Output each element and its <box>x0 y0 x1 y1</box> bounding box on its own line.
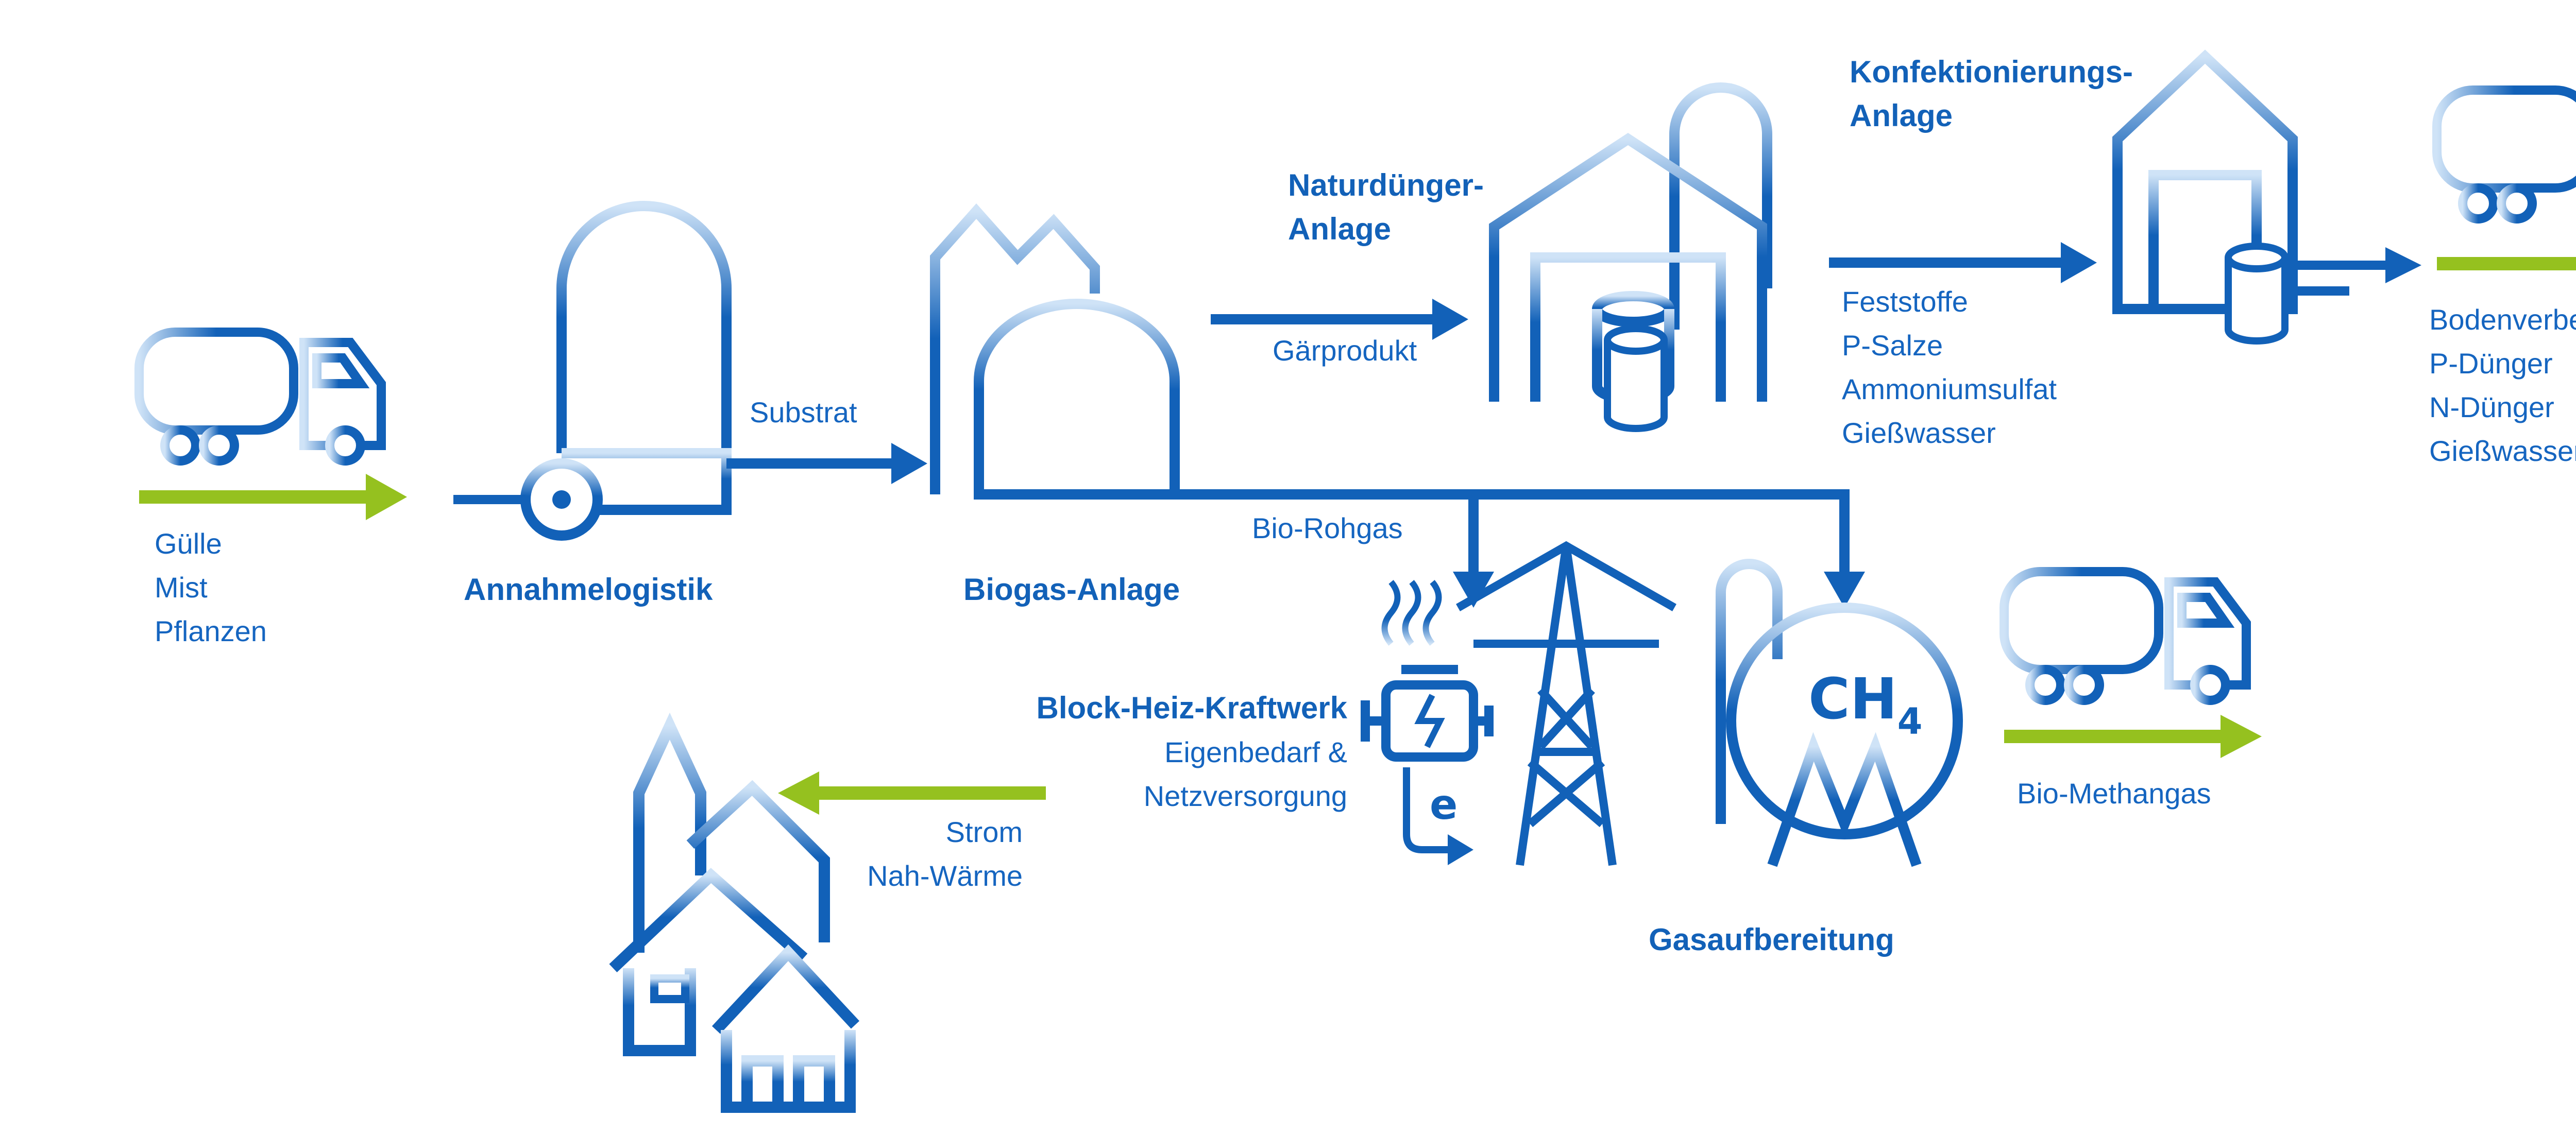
feststoffe-label-1: P-Salze <box>1842 329 1943 362</box>
flow-label-methangas: Bio-Methangas <box>2017 777 2211 810</box>
substrat-arrow <box>726 443 927 484</box>
station-label-annahme: Annahmelogistik <box>464 572 713 607</box>
product-label-1: P-Dünger <box>2429 347 2553 380</box>
input-label-guelle: Gülle <box>155 527 222 560</box>
bhkw-note-1: Netzversorgung <box>1144 780 1347 812</box>
flow-label-substrat: Substrat <box>750 396 857 428</box>
station-label-gasaufbereitung: Gasaufbereitung <box>1649 922 1894 957</box>
gas-sphere-icon <box>1690 559 1963 867</box>
product-label-3: Gießwasser <box>2429 435 2576 467</box>
electric-symbol: e <box>1430 781 1458 829</box>
ch4-label: CH4 <box>1808 666 1923 743</box>
input-label-pflanzen: Pflanzen <box>155 615 267 647</box>
engine-icon <box>1361 665 1494 762</box>
bhkw-note-0: Eigenbedarf & <box>1164 736 1347 768</box>
station-label-konfektionierung-1: Konfektionierungs- <box>1850 55 2133 89</box>
strom-arrow <box>778 771 1046 815</box>
steam-icon <box>1381 580 1442 646</box>
feststoffe-label-0: Feststoffe <box>1842 285 1968 318</box>
input-arrow <box>139 474 407 520</box>
barrel-icon <box>2225 243 2289 345</box>
gaerprodukt-arrow <box>1211 299 1468 340</box>
strom-label-1: Nah-Wärme <box>867 860 1023 892</box>
feststoffe-label-2: Ammoniumsulfat <box>1842 373 2057 405</box>
station-label-naturduenger-2: Anlage <box>1288 212 1391 246</box>
power-pylon-icon <box>1456 541 1676 866</box>
station-label-naturduenger-1: Naturdünger- <box>1288 168 1484 202</box>
flow-label-gaerprodukt: Gärprodukt <box>1273 334 1417 367</box>
barrel-icon <box>1604 325 1668 432</box>
village-icon <box>609 712 860 1113</box>
station-label-bhkw: Block-Heiz-Kraftwerk <box>1037 691 1348 725</box>
product-label-2: N-Dünger <box>2429 391 2554 423</box>
warehouse-icon <box>1484 82 1772 404</box>
rohgas-line <box>1175 489 1865 608</box>
methangas-arrow <box>2004 715 2262 758</box>
truck-icon <box>134 328 386 466</box>
station-label-biogas: Biogas-Anlage <box>963 572 1180 607</box>
feststoffe-label-3: Gießwasser <box>1842 417 1996 449</box>
station-label-konfektionierung-2: Anlage <box>1850 98 1953 133</box>
product-arrow <box>2293 247 2421 296</box>
truck-icon <box>1999 567 2251 705</box>
truck-icon <box>2432 85 2576 224</box>
flow-label-rohgas: Bio-Rohgas <box>1252 512 1403 544</box>
feststoffe-arrow <box>1829 242 2097 283</box>
tank-icon <box>520 201 732 541</box>
strom-label-0: Strom <box>946 816 1023 848</box>
products-arrow <box>2437 257 2576 270</box>
engine-output-arrow <box>1403 767 1473 865</box>
input-label-mist: Mist <box>155 571 208 604</box>
product-label-0: Bodenverbesserer <box>2429 303 2576 336</box>
biogas-plant-icon <box>930 203 1180 500</box>
